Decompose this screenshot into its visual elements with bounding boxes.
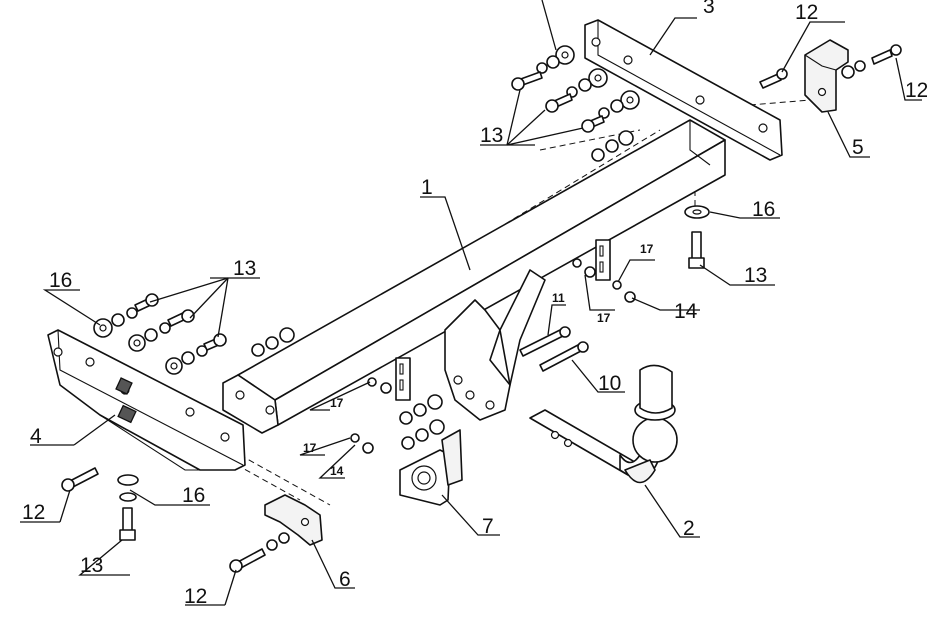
callout-17-d: 17 — [597, 311, 611, 325]
callout-12-left: 12 — [22, 501, 45, 524]
callout-13-right: 13 — [744, 264, 767, 287]
leader-lines — [20, 0, 922, 606]
callout-14-right: 14 — [674, 300, 698, 323]
callout-16-bottom: 16 — [182, 484, 205, 507]
left-end-cap — [264, 494, 323, 546]
callout-14-left: 14 — [330, 464, 344, 478]
callout-12-bottom: 12 — [184, 585, 207, 608]
callout-16-right: 16 — [752, 198, 775, 221]
callout-11: 11 — [552, 291, 565, 305]
callout-12-right: 12 — [905, 79, 927, 102]
callout-17-c: 17 — [640, 242, 654, 256]
socket-plate — [399, 429, 463, 506]
main-cross-beam — [222, 119, 726, 434]
callout-5: 5 — [852, 136, 864, 159]
callout-1: 1 — [421, 176, 433, 199]
callout-13-left: 13 — [233, 257, 256, 280]
right-side-bracket — [584, 19, 783, 161]
callout-13-bottom: 13 — [80, 554, 103, 577]
callout-7: 7 — [482, 515, 494, 538]
callout-13-top: 13 — [480, 124, 503, 147]
callout-17-b: 17 — [303, 441, 317, 455]
callout-4: 4 — [30, 425, 42, 448]
fasteners — [61, 44, 902, 573]
hitch-neck-plate — [444, 269, 546, 421]
left-side-bracket — [47, 329, 246, 471]
callout-16-left: 16 — [49, 269, 72, 292]
callout-3: 3 — [703, 0, 715, 18]
callout-17-a: 17 — [330, 396, 344, 410]
callout-6: 6 — [339, 568, 351, 591]
callout-labels: 1 2 3 4 5 6 7 10 11 12 12 12 12 13 13 13… — [22, 0, 927, 608]
tow-ball — [529, 364, 678, 484]
callout-2: 2 — [683, 517, 695, 540]
callout-12-top: 12 — [795, 1, 818, 24]
right-end-cap — [804, 39, 849, 113]
callout-10: 10 — [598, 372, 621, 395]
